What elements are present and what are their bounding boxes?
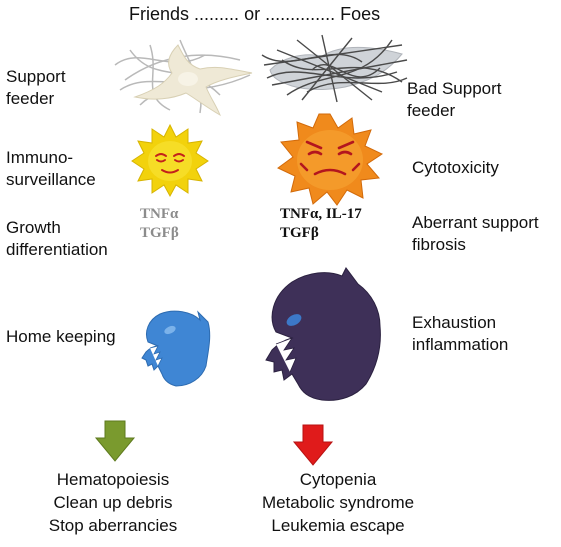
friend-cytokines: TNFα TGFβ — [140, 205, 179, 243]
label-bad-support-feeder: Bad Support feeder — [407, 78, 502, 122]
foe-cytokine-tgf: TGFβ — [280, 225, 319, 241]
label-exhaustion-inflammation: Exhaustion inflammation — [412, 312, 508, 356]
label-growth-line2: differentiation — [6, 240, 108, 259]
outcome-stop-aberrancies: Stop aberrancies — [48, 516, 178, 535]
aggressive-monster-icon — [265, 267, 381, 401]
outcome-metabolic-syndrome: Metabolic syndrome — [261, 493, 415, 512]
friends-outcome-arrow-icon — [94, 420, 136, 462]
label-immuno-line1: Immuno- — [6, 148, 74, 167]
label-growth-differentiation: Growth differentiation — [6, 217, 108, 261]
label-support-feeder: Support feeder — [6, 66, 66, 110]
label-exhaustion-line2: inflammation — [412, 335, 509, 354]
bad-stromal-cell-icon — [261, 34, 408, 103]
label-immunosurveillance: Immuno- surveillance — [6, 147, 96, 191]
title-foes: Foes — [340, 4, 381, 24]
friendly-sun-cell-icon — [131, 123, 209, 198]
label-growth-line1: Growth — [6, 218, 61, 237]
label-exhaustion-line1: Exhaustion — [412, 313, 497, 332]
label-aberrant-support: Aberrant support fibrosis — [412, 212, 539, 256]
label-bad-support-line1: Bad Support — [407, 79, 502, 98]
label-bad-support-line2: feeder — [407, 101, 456, 120]
outcome-hematopoiesis: Hematopoiesis — [56, 470, 170, 489]
label-aberrant-line2: fibrosis — [412, 235, 466, 254]
foes-outcome-arrow-icon — [292, 424, 334, 466]
label-immuno-line2: surveillance — [6, 170, 96, 189]
friendly-monster-icon — [141, 310, 211, 387]
friendly-stromal-cell-icon — [114, 39, 253, 117]
outcome-leukemia-escape: Leukemia escape — [271, 516, 405, 535]
outcomes-foes: Cytopenia Metabolic syndrome Leukemia es… — [248, 468, 428, 537]
outcomes-friends: Hematopoiesis Clean up debris Stop aberr… — [28, 468, 198, 537]
label-support-line2: feeder — [6, 89, 55, 108]
label-cytotoxicity: Cytotoxicity — [412, 158, 499, 177]
title-row: Friends ......... or .............. Foes — [129, 3, 380, 25]
label-aberrant-line1: Aberrant support — [412, 213, 539, 232]
title-friends: Friends — [129, 4, 190, 24]
angry-sun-cell-icon — [277, 113, 384, 206]
title-or: or — [244, 4, 261, 24]
outcome-clean-up-debris: Clean up debris — [53, 493, 173, 512]
title-dots-left: ......... — [194, 4, 240, 24]
label-home-keeping: Home keeping — [6, 327, 116, 346]
outcome-cytopenia: Cytopenia — [299, 470, 377, 489]
foe-cytokine-tnf-il17: TNFα, IL-17 — [280, 206, 362, 222]
label-support-line1: Support — [6, 67, 66, 86]
foe-cytokines: TNFα, IL-17 TGFβ — [280, 205, 362, 243]
title-dots-right: .............. — [265, 4, 336, 24]
friend-cytokine-tnf: TNFα — [140, 206, 179, 222]
friend-cytokine-tgf: TGFβ — [140, 225, 179, 241]
